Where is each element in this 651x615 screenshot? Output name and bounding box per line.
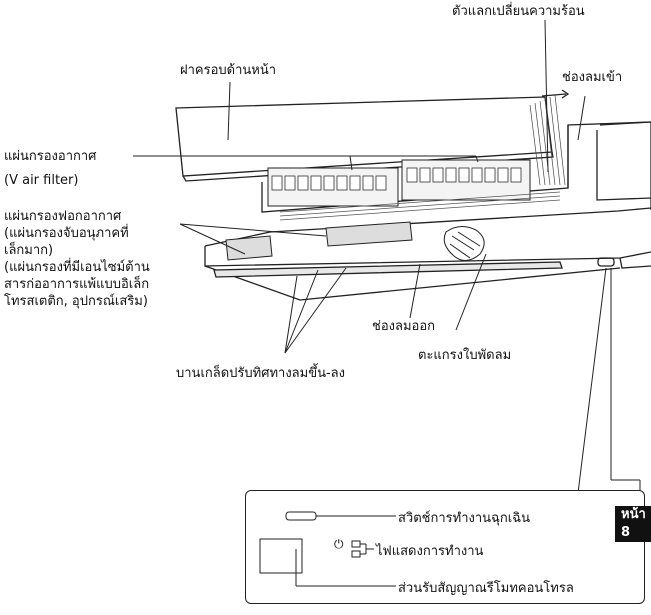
air-inlet-grille [279, 191, 561, 221]
emergency-switch-shape [285, 511, 317, 521]
lamp-lower [351, 550, 361, 558]
purifying-filters [225, 221, 413, 261]
power-symbol: ⏻ [334, 537, 344, 551]
air-inlet-label: ช่องลมเข้า [562, 70, 623, 85]
page-reference-badge: หน้า 8 [615, 506, 651, 542]
operation-lamp-label: ไฟแสดงการทำงาน [376, 544, 484, 559]
lamp-upper [351, 540, 361, 548]
remote-receiver-window [259, 538, 303, 574]
fan-grille-label: ตะแกรงใบพัดลม [418, 348, 512, 363]
air-outlet-label: ช่องลมออก [372, 319, 436, 334]
louvers-label: บานเกล็ดปรับทิศทางลมขึ้น-ลง [176, 366, 345, 381]
remote-receiver-label: ส่วนรับสัญญาณรีโมทคอนโทรล [398, 581, 574, 596]
air-filter-label: แผ่นกรองอากาศ [4, 149, 97, 164]
inset-shapes [259, 511, 396, 587]
front-cover-label: ฝาครอบด้านหน้า [180, 63, 277, 78]
fan-grille [443, 226, 485, 261]
v-air-filter-label: (V air filter) [4, 173, 79, 188]
heat-exchanger-label: ตัวแลกเปลี่ยนความร้อน [452, 4, 585, 19]
indicator-window [597, 257, 615, 267]
louver [213, 261, 563, 278]
control-panel-inset: สวิตช์การทำงานฉุกเฉิน หน้า 8 ⏻ ไฟแสดงการ… [245, 490, 651, 604]
purifying-filter-label: แผ่นกรองฟอกอากาศ (แผ่นกรองจับอนุภาคที่ เ… [4, 209, 150, 309]
emergency-switch-label: สวิตช์การทำงานฉุกเฉิน [398, 511, 530, 526]
